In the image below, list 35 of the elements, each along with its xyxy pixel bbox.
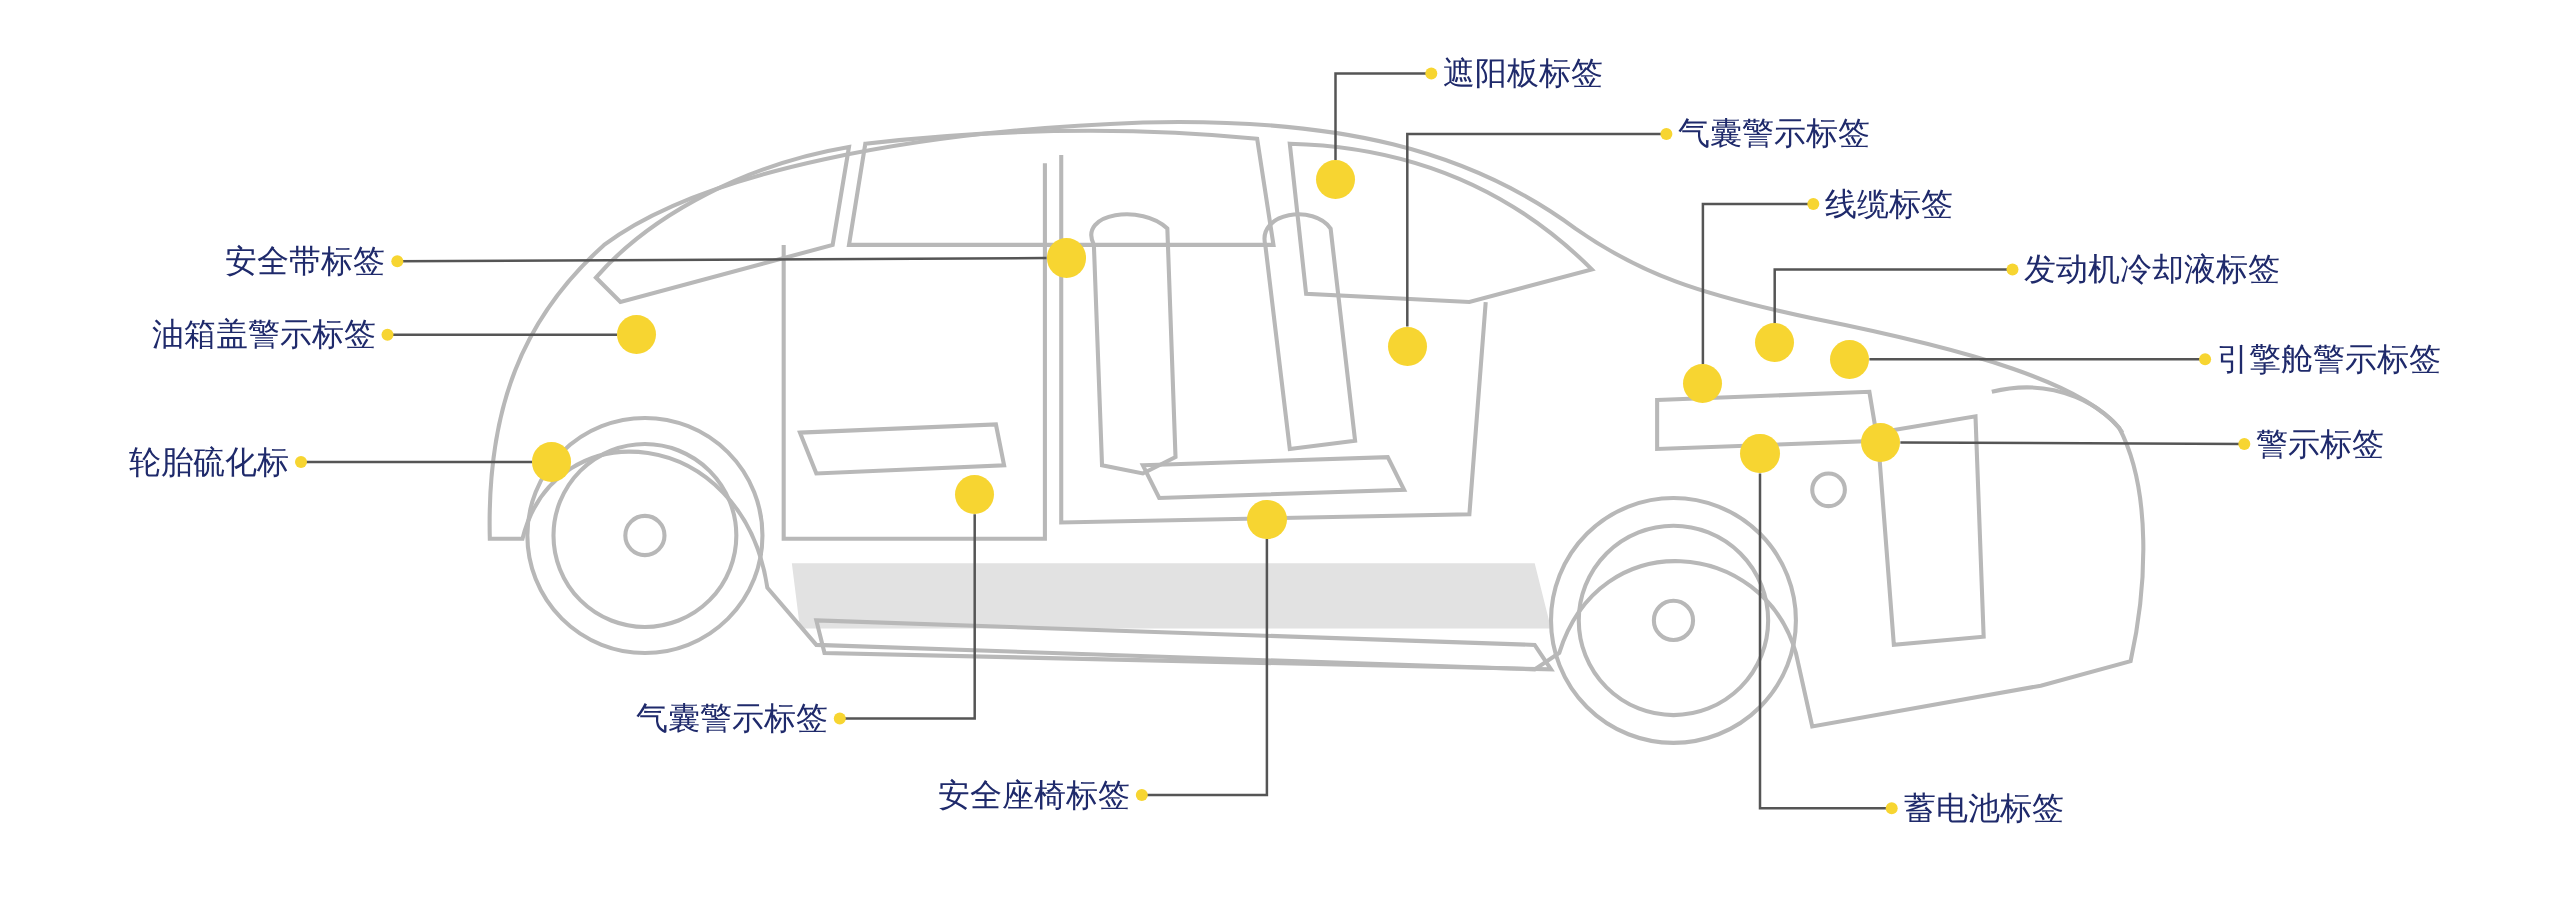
leader-line — [1773, 263, 2019, 324]
leader-line — [1758, 473, 1898, 815]
marker-dot — [1861, 422, 1901, 462]
leader-line — [1900, 438, 2251, 451]
callout-label: 轮胎硫化标 — [128, 443, 289, 481]
leader-line — [391, 255, 1047, 268]
marker-dot — [617, 315, 657, 355]
marker-dot — [1046, 238, 1086, 278]
callout-label: 安全座椅标签 — [937, 776, 1130, 814]
marker-dot — [1755, 323, 1795, 363]
callout-label: 油箱盖警示标签 — [151, 316, 376, 353]
callout-label: 线缆标签 — [1825, 185, 1954, 223]
leader-line — [1869, 353, 2212, 366]
marker-dot — [1683, 364, 1723, 404]
callout-label: 发动机冷却液标签 — [2024, 250, 2281, 288]
leader-line — [833, 514, 976, 725]
callout-label: 遮阳板标签 — [1443, 54, 1604, 92]
callout-label: 蓄电池标签 — [1903, 789, 2064, 827]
callout-label: 安全带标签 — [225, 242, 386, 280]
marker-dot — [1387, 326, 1427, 366]
leader-line — [1334, 67, 1438, 160]
marker-dot — [532, 442, 572, 482]
marker-dot — [955, 475, 995, 515]
marker-dot — [1315, 160, 1356, 200]
callout-label: 气囊警示标签 — [1678, 115, 1871, 153]
callout-label: 气囊警示标签 — [635, 699, 828, 737]
marker-dot — [1830, 339, 1870, 379]
callout-label: 引擎舱警示标签 — [2217, 340, 2442, 378]
leader-line — [1135, 538, 1269, 802]
leader-line — [1701, 198, 1820, 365]
marker-dot — [1247, 499, 1287, 539]
marker-dot — [1740, 434, 1780, 474]
leader-line — [381, 328, 618, 341]
leader-line — [1406, 127, 1673, 327]
callout-label: 警示标签 — [2256, 425, 2385, 463]
